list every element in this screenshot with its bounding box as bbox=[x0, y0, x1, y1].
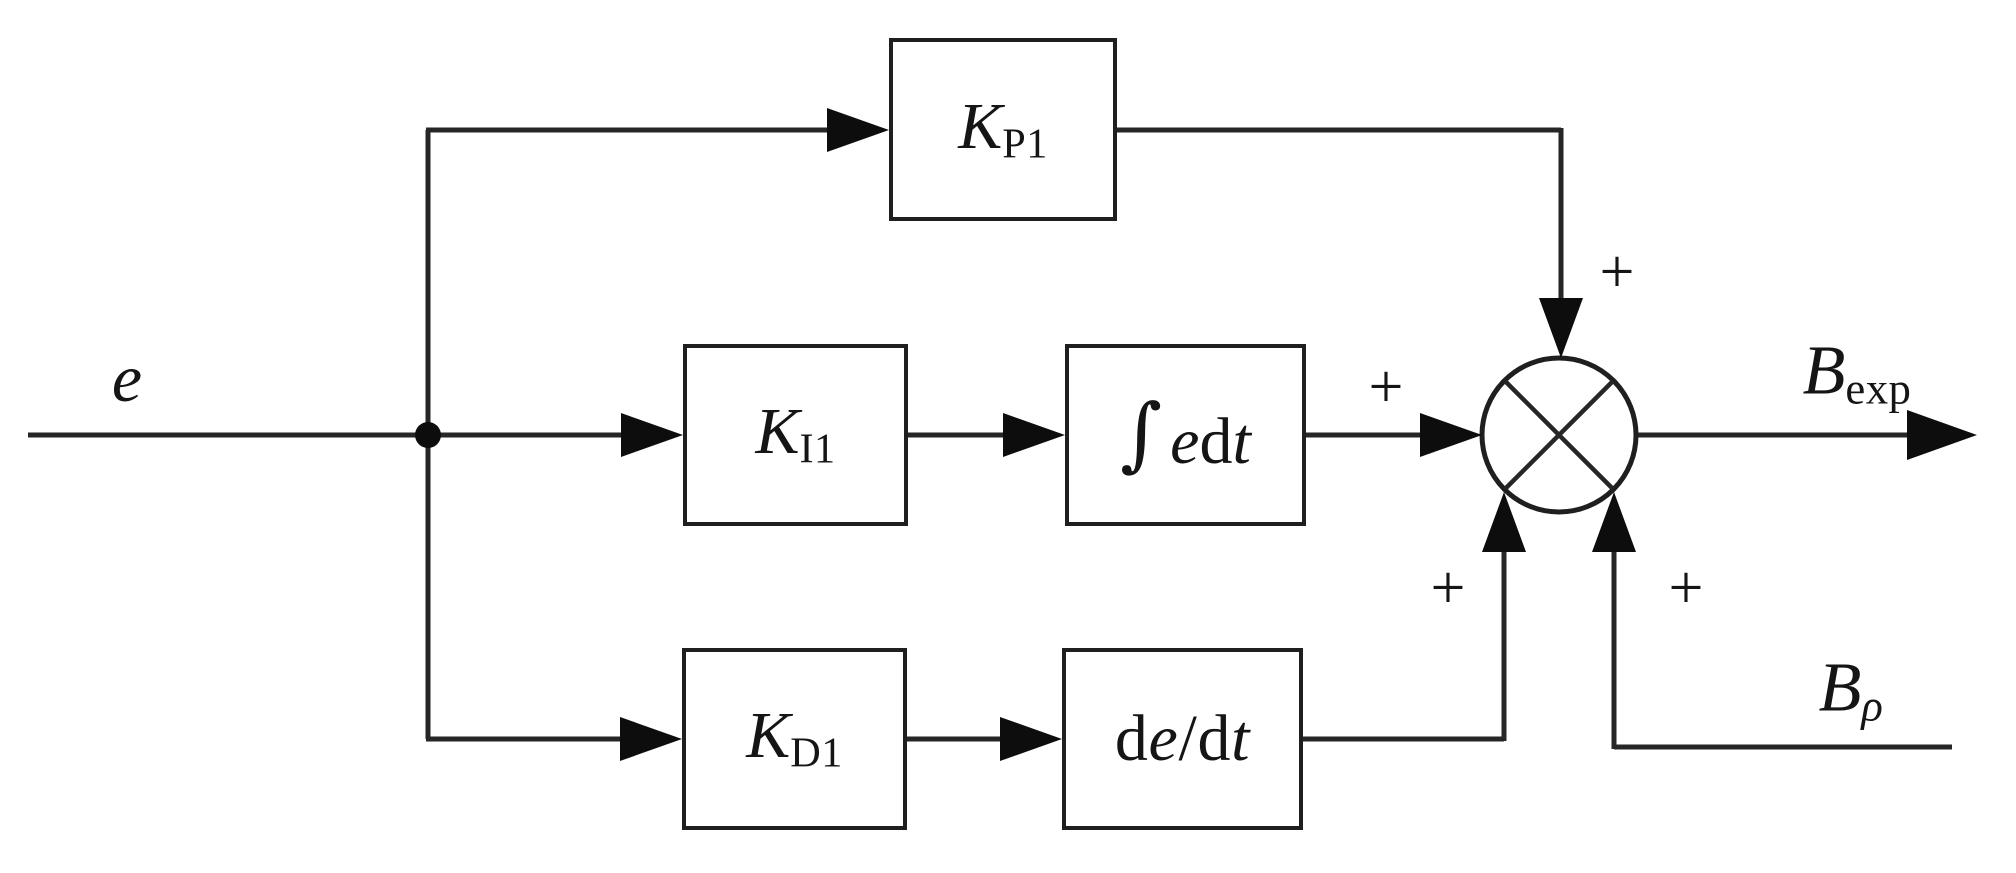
disturbance-signal-label: Bρ bbox=[1818, 649, 1884, 731]
plus-sign-bottom-right-input: + bbox=[1668, 554, 1704, 622]
arrowhead-into-integrator bbox=[1003, 413, 1065, 457]
arrowhead-sum-left bbox=[1420, 413, 1482, 457]
block-kd1-label: KD1 bbox=[746, 699, 843, 777]
plus-sign-top-input: + bbox=[1599, 238, 1635, 306]
input-signal-label: e bbox=[111, 340, 143, 416]
output-signal-label: Bexp bbox=[1802, 332, 1912, 414]
integral-sign: ∫ bbox=[1120, 386, 1163, 481]
block-integrator-label: ∫edt bbox=[1120, 386, 1251, 481]
plus-sign-left-input: + bbox=[1368, 353, 1404, 421]
block-ki1-label: KI1 bbox=[755, 395, 836, 473]
block-integrator: ∫edt bbox=[1065, 344, 1306, 526]
arrowhead-output bbox=[1907, 410, 1977, 460]
arrowhead-into-ki1 bbox=[621, 413, 683, 457]
plus-sign-bottom-left-input: + bbox=[1430, 554, 1466, 622]
summing-cross-line-2 bbox=[1503, 379, 1615, 491]
block-derivative: de/dt bbox=[1062, 648, 1303, 830]
block-kd1: KD1 bbox=[682, 648, 907, 830]
arrowhead-into-kp1 bbox=[827, 108, 889, 152]
arrowhead-sum-top bbox=[1539, 298, 1583, 358]
block-kp1: KP1 bbox=[889, 38, 1117, 221]
block-ki1: KI1 bbox=[683, 344, 908, 526]
block-kp1-label: KP1 bbox=[958, 89, 1048, 168]
arrowhead-sum-bottom-right bbox=[1592, 492, 1636, 552]
arrowhead-into-derivative bbox=[1000, 717, 1062, 761]
branch-dot bbox=[415, 422, 441, 448]
block-derivative-label: de/dt bbox=[1114, 702, 1251, 775]
arrowhead-into-kd1 bbox=[620, 717, 682, 761]
arrowhead-sum-bottom-left bbox=[1482, 492, 1526, 552]
